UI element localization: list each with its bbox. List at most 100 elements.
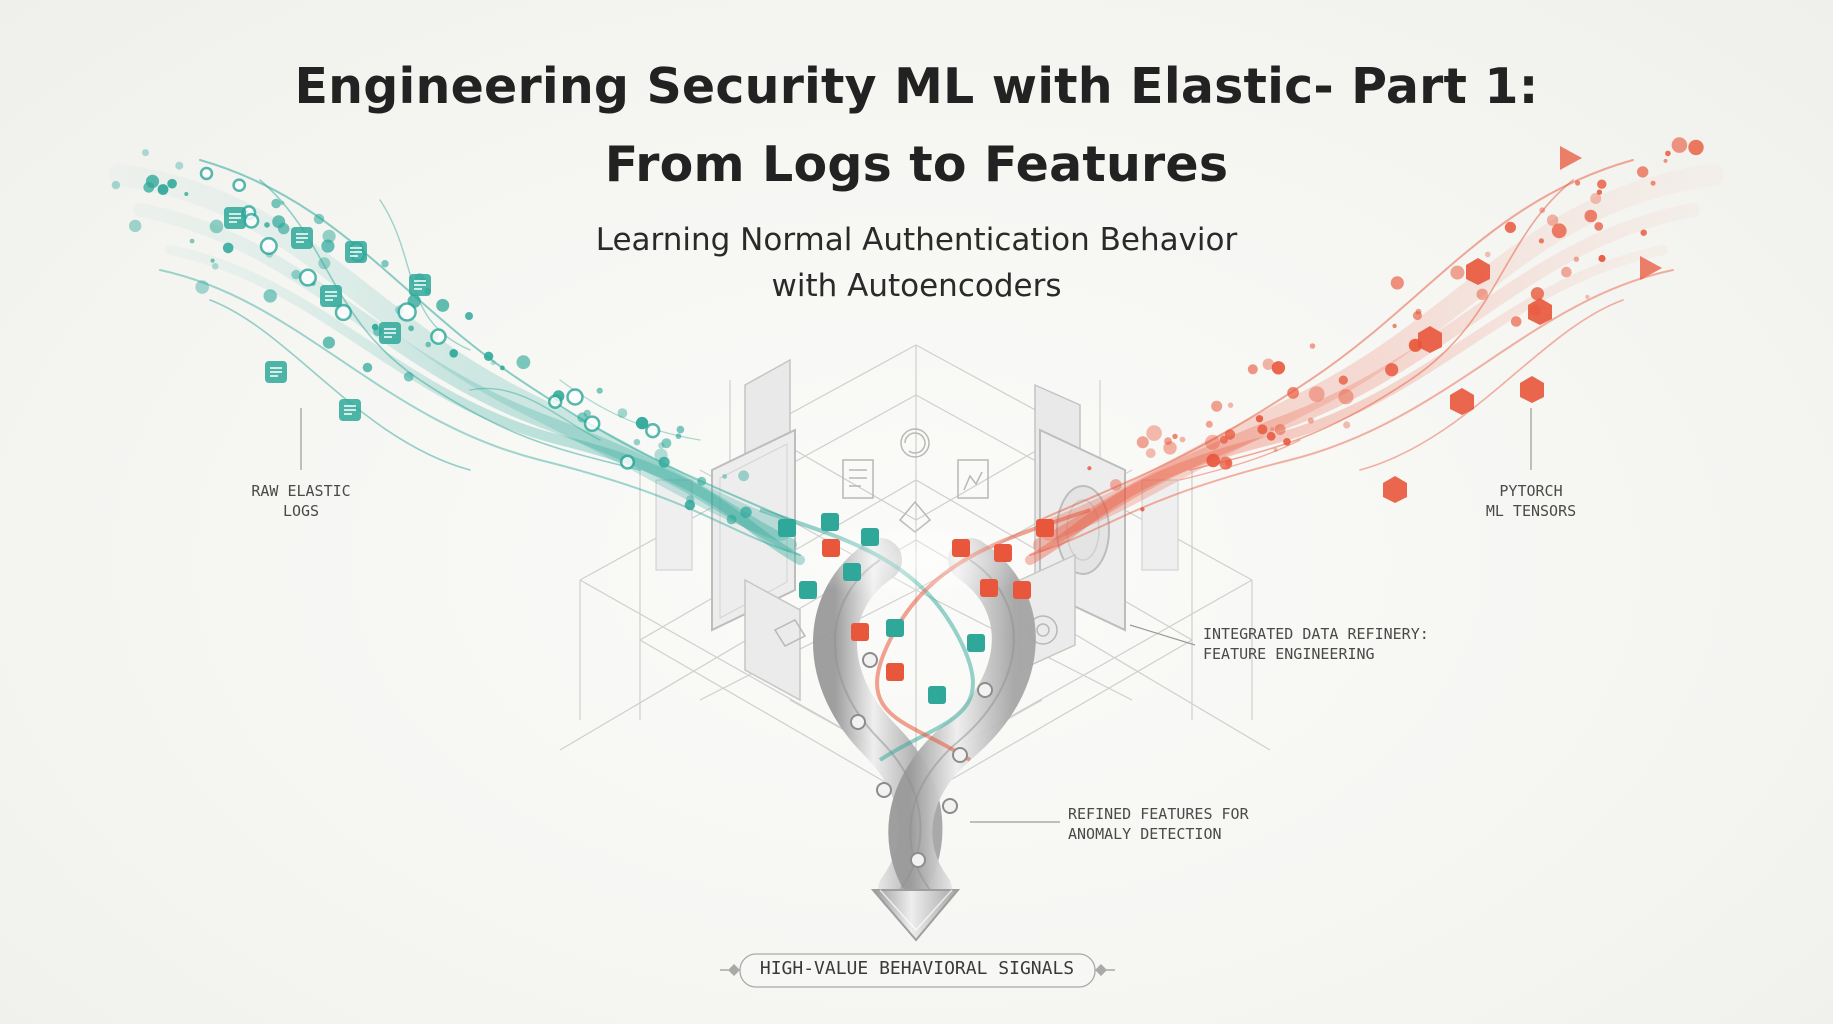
teal-particle bbox=[321, 239, 335, 253]
teal-data-cube bbox=[861, 528, 879, 546]
particles bbox=[111, 137, 1704, 868]
coral-particle bbox=[1561, 266, 1572, 278]
silver-node bbox=[876, 782, 892, 798]
coral-particle bbox=[1227, 402, 1234, 408]
silver-node bbox=[952, 747, 968, 763]
cube-icon bbox=[1520, 376, 1544, 403]
teal-node bbox=[334, 303, 353, 322]
teal-particle bbox=[264, 222, 270, 228]
tool-icon bbox=[773, 619, 807, 647]
coral-particle bbox=[1590, 193, 1602, 204]
teal-particle bbox=[271, 198, 281, 209]
coral-particle bbox=[1412, 311, 1422, 321]
coral-data-cube bbox=[1036, 519, 1054, 537]
refined-label-line-1: REFINED FEATURES FOR bbox=[1068, 805, 1249, 823]
raw-label-line-1: RAW ELASTIC bbox=[251, 482, 351, 500]
coral-particle bbox=[1146, 425, 1162, 441]
teal-node bbox=[259, 237, 278, 256]
teal-particle bbox=[436, 298, 450, 312]
teal-particle bbox=[654, 448, 668, 462]
teal-particle bbox=[189, 238, 195, 244]
coral-particle bbox=[1136, 436, 1149, 449]
silver-node bbox=[862, 652, 878, 668]
chart-icon bbox=[957, 459, 989, 499]
document-lines bbox=[384, 328, 396, 338]
coral-particle bbox=[1539, 207, 1546, 214]
document-lines bbox=[296, 233, 308, 243]
pytorch-tensors-label: PYTORCH ML TENSORS bbox=[1468, 481, 1594, 521]
document-lines bbox=[270, 367, 282, 377]
teal-particle bbox=[697, 476, 707, 486]
behavioral-signals-label: HIGH-VALUE BEHAVIORAL SIGNALS bbox=[759, 958, 1075, 979]
coral-particle bbox=[1585, 294, 1590, 299]
page-title-line-2: From Logs to Features bbox=[604, 136, 1229, 193]
silver-node bbox=[910, 852, 926, 868]
document-lines bbox=[414, 280, 426, 290]
teal-node bbox=[397, 302, 417, 322]
teal-node bbox=[232, 178, 247, 193]
coral-particle bbox=[1219, 456, 1233, 470]
coral-particle bbox=[1274, 424, 1286, 435]
coral-particle bbox=[1392, 323, 1397, 329]
raw-label-line-2: LOGS bbox=[282, 502, 320, 520]
coral-particle bbox=[1530, 287, 1544, 301]
teal-particle bbox=[722, 474, 728, 479]
coral-particle bbox=[1338, 389, 1354, 405]
teal-particle bbox=[209, 219, 224, 234]
coral-particle bbox=[1145, 448, 1156, 458]
teal-particle bbox=[686, 495, 695, 504]
refined-features-label: REFINED FEATURES FOR ANOMALY DETECTION bbox=[1068, 804, 1249, 844]
teal-particle bbox=[184, 192, 189, 196]
teal-particle bbox=[129, 219, 142, 233]
refinery-label-line-2: FEATURE ENGINEERING bbox=[1203, 645, 1375, 663]
coral-particle bbox=[1224, 429, 1236, 440]
arrow-head bbox=[870, 889, 961, 942]
coral-particle bbox=[1257, 424, 1268, 435]
teal-data-cube bbox=[843, 563, 861, 581]
coral-particle bbox=[1247, 364, 1258, 375]
teal-particle bbox=[449, 349, 459, 358]
coral-data-cube bbox=[980, 579, 998, 597]
teal-particle bbox=[483, 351, 494, 361]
teal-particle bbox=[175, 161, 184, 170]
teal-particle bbox=[313, 213, 325, 225]
coral-particle bbox=[1273, 447, 1278, 452]
teal-particle bbox=[675, 433, 682, 440]
coral-particle bbox=[1596, 189, 1603, 195]
cube-icon bbox=[1450, 388, 1474, 415]
triangle-icon bbox=[1640, 256, 1662, 280]
coral-particle bbox=[1308, 386, 1325, 402]
page-subtitle-line-2: with Autoencoders bbox=[771, 268, 1062, 304]
teal-particle bbox=[322, 229, 336, 243]
teal-node bbox=[645, 423, 661, 439]
coral-particle bbox=[1255, 415, 1264, 423]
silver-node bbox=[850, 714, 866, 730]
coral-data-cube bbox=[822, 539, 840, 557]
refresh-icon bbox=[900, 428, 930, 458]
document-lines bbox=[350, 247, 362, 257]
teal-particle bbox=[142, 149, 149, 157]
pytorch-label-line-2: ML TENSORS bbox=[1485, 502, 1577, 520]
teal-particle bbox=[408, 325, 414, 332]
teal-particle bbox=[658, 456, 670, 468]
coral-particle bbox=[1343, 421, 1351, 429]
coral-particle bbox=[1584, 209, 1598, 223]
cube-icon bbox=[1528, 298, 1552, 325]
teal-node bbox=[430, 328, 447, 345]
teal-particle bbox=[596, 387, 603, 394]
coral-particle bbox=[1390, 276, 1404, 290]
coral-particle bbox=[1172, 433, 1178, 440]
teal-particle bbox=[362, 362, 373, 373]
coral-particle bbox=[1665, 150, 1671, 157]
teal-particle bbox=[222, 242, 234, 254]
teal-particle bbox=[403, 371, 414, 382]
coral-particle bbox=[1283, 438, 1291, 446]
teal-particle bbox=[211, 263, 219, 270]
teal-particle bbox=[465, 312, 473, 320]
teal-particle bbox=[425, 341, 432, 348]
coral-particle bbox=[1287, 387, 1299, 399]
coral-data-cube bbox=[886, 663, 904, 681]
teal-particle bbox=[490, 360, 496, 366]
coral-particle bbox=[1385, 363, 1399, 377]
coral-particle bbox=[1637, 166, 1649, 178]
